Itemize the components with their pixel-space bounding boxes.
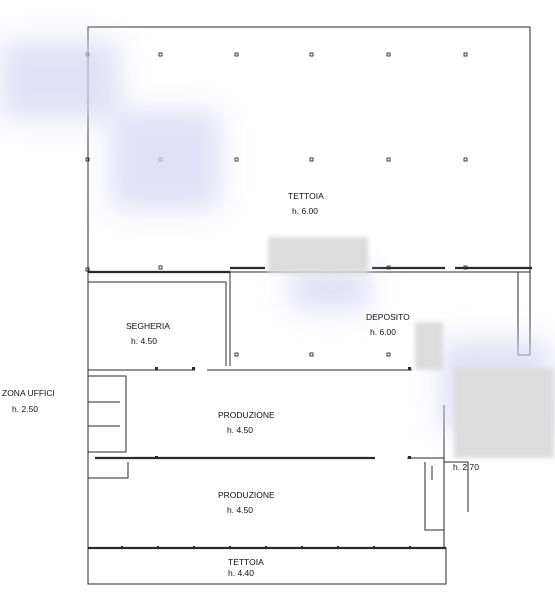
room-height-right-annex: h. 2.70 [453,462,479,472]
blur-overlay [110,110,220,210]
wall-segheria [88,281,227,366]
wall-annex-inner [424,462,444,531]
room-name-produzione-2: PRODUZIONE [218,490,275,500]
room-name-produzione-1: PRODUZIONE [218,410,275,420]
grey-box [454,368,554,458]
room-height-deposito: h. 6.00 [370,327,396,337]
wall-prod2-left [88,462,129,479]
room-name-tettoia-top: TETTOIA [288,191,324,201]
blur-overlay [0,40,120,120]
wall-tettoia-bottom [87,547,447,585]
room-height-produzione-1: h. 4.50 [227,425,253,435]
room-height-segheria: h. 4.50 [131,336,157,346]
room-height-zona-uffici: h. 2.50 [12,404,38,414]
room-name-zona-uffici: ZONA UFFICI [2,388,55,398]
room-height-produzione-2: h. 4.50 [227,505,253,515]
room-name-deposito: DEPOSITO [366,312,410,322]
grey-box [415,322,443,370]
room-height-tettoia-bottom: h. 4.40 [228,568,254,578]
room-name-segheria: SEGHERIA [126,321,170,331]
room-height-tettoia-top: h. 6.00 [292,206,318,216]
grey-box [268,237,368,273]
room-name-tettoia-bottom: TETTOIA [228,557,264,567]
wall-uffici [88,375,127,453]
wall-annex [444,461,469,512]
